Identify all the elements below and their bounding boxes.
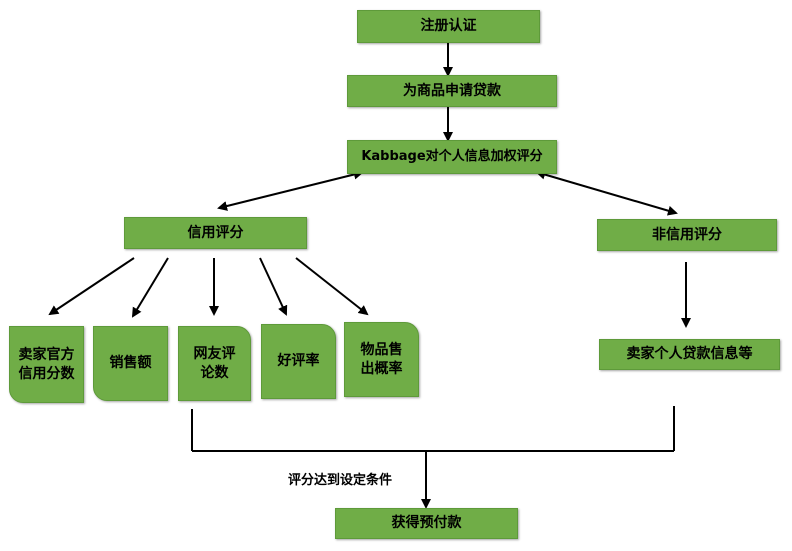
node-sell-rate: 物品售出概率 — [344, 322, 419, 397]
node-credit-score: 信用评分 — [124, 217, 307, 249]
arrow-kabbage-credit — [217, 169, 364, 211]
node-seller-personal-loan: 卖家个人贷款信息等 — [599, 339, 780, 370]
arrow-credit-goodrate — [259, 257, 288, 316]
node-kabbage-score: Kabbage对个人信息加权评分 — [347, 140, 557, 174]
node-advance-payment: 获得预付款 — [335, 508, 518, 539]
node-netizen-reviews: 网友评论数 — [178, 326, 251, 401]
node-seller-credit: 卖家官方信用分数 — [9, 326, 84, 403]
node-apply-loan: 为商品申请贷款 — [347, 75, 557, 107]
arrow-credit-sellrate — [295, 257, 369, 316]
node-register: 注册认证 — [357, 10, 540, 43]
node-sales: 销售额 — [93, 326, 168, 401]
arrow-credit-seller — [48, 257, 135, 316]
node-noncredit-score: 非信用评分 — [597, 219, 777, 251]
arrow-credit-sales — [131, 257, 169, 318]
arrow-kabbage-noncredit — [535, 169, 678, 216]
node-good-rate: 好评率 — [261, 324, 336, 399]
condition-label: 评分达到设定条件 — [288, 473, 393, 488]
